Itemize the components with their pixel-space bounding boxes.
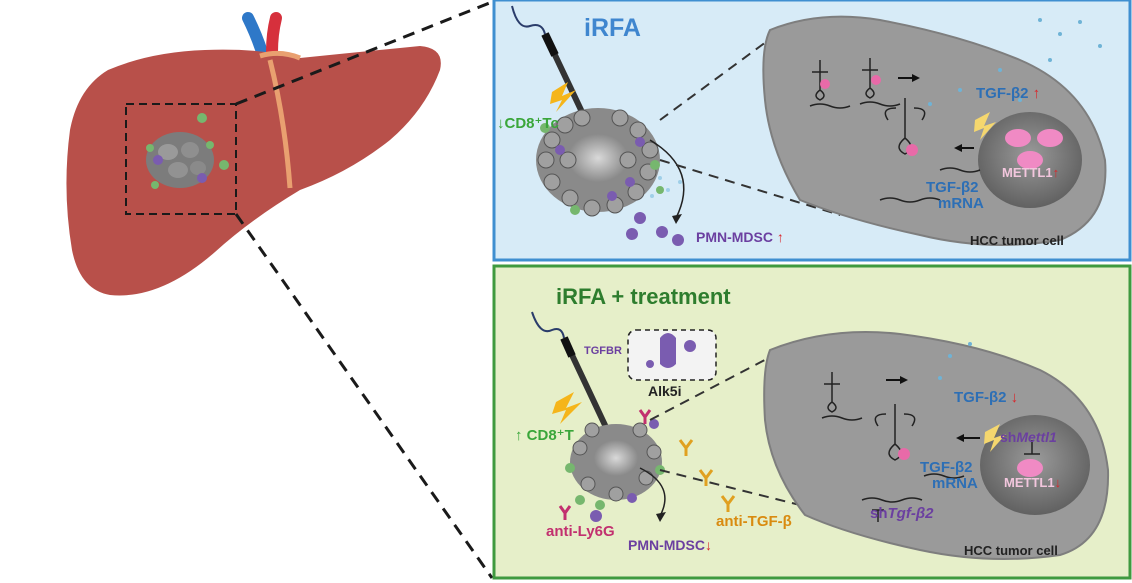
alk5i-label: Alk5i bbox=[648, 383, 682, 399]
mettl1-label-top: METTL1↑ bbox=[1002, 165, 1060, 180]
tumor-mass-top bbox=[536, 108, 664, 217]
panel-title-irfa: iRFA bbox=[584, 14, 641, 42]
cd8-t-label-bottom: ↑ CD8⁺T bbox=[515, 427, 574, 444]
rfa-probe-bottom bbox=[531, 311, 615, 442]
tgf-b2-mrna-top-line1: TGF-β2 bbox=[926, 179, 979, 196]
hcc-label-bottom: HCC tumor cell bbox=[964, 543, 1058, 558]
tgf-b2-mrna-top-line2: mRNA bbox=[938, 195, 984, 212]
liver-tumor bbox=[146, 113, 229, 189]
tgfbr-label: TGFBR bbox=[584, 345, 622, 357]
tgf-b2-label-bottom: TGF-β2 ↓ bbox=[954, 389, 1019, 406]
anti-ly6g-antibodies bbox=[558, 409, 652, 520]
panel-title-irfa-treatment: iRFA + treatment bbox=[556, 284, 731, 309]
anti-tgfb-label: anti-TGF-β bbox=[716, 513, 792, 530]
mettl1-label-bottom: METTL1↓ bbox=[1004, 475, 1062, 490]
zoom-box bbox=[125, 103, 237, 215]
trna-icons-top bbox=[809, 58, 981, 203]
liver-ligament bbox=[267, 59, 293, 189]
pmn-mdsc-label-bottom: PMN-MDSC↓ bbox=[628, 537, 712, 553]
blood-vessels bbox=[242, 12, 282, 58]
tumor-mass-bottom bbox=[565, 419, 665, 510]
mdsc-cells-top bbox=[626, 212, 684, 246]
lightning-icon bbox=[550, 82, 576, 112]
pmn-mdsc-label-top: PMN-MDSC ↑ bbox=[696, 229, 784, 245]
hcc-label-top: HCC tumor cell bbox=[970, 233, 1064, 248]
sh-mettl1-label: shMettl1 bbox=[1000, 429, 1057, 445]
tgf-b2-label-top: TGF-β2 ↑ bbox=[976, 85, 1041, 102]
tgf-b2-mrna-bottom-line2: mRNA bbox=[932, 475, 978, 492]
anti-tgfb-antibodies bbox=[678, 439, 736, 512]
cd8-tc-label-top: ↓CD8⁺Tc bbox=[497, 115, 559, 132]
anti-ly6g-label: anti-Ly6G bbox=[546, 523, 615, 540]
sh-tgfb2-label: shTgf-β2 bbox=[870, 505, 934, 522]
trna-icons-bottom bbox=[821, 372, 965, 503]
tgf-b2-mrna-bottom-line1: TGF-β2 bbox=[920, 459, 973, 476]
liver bbox=[66, 46, 441, 296]
